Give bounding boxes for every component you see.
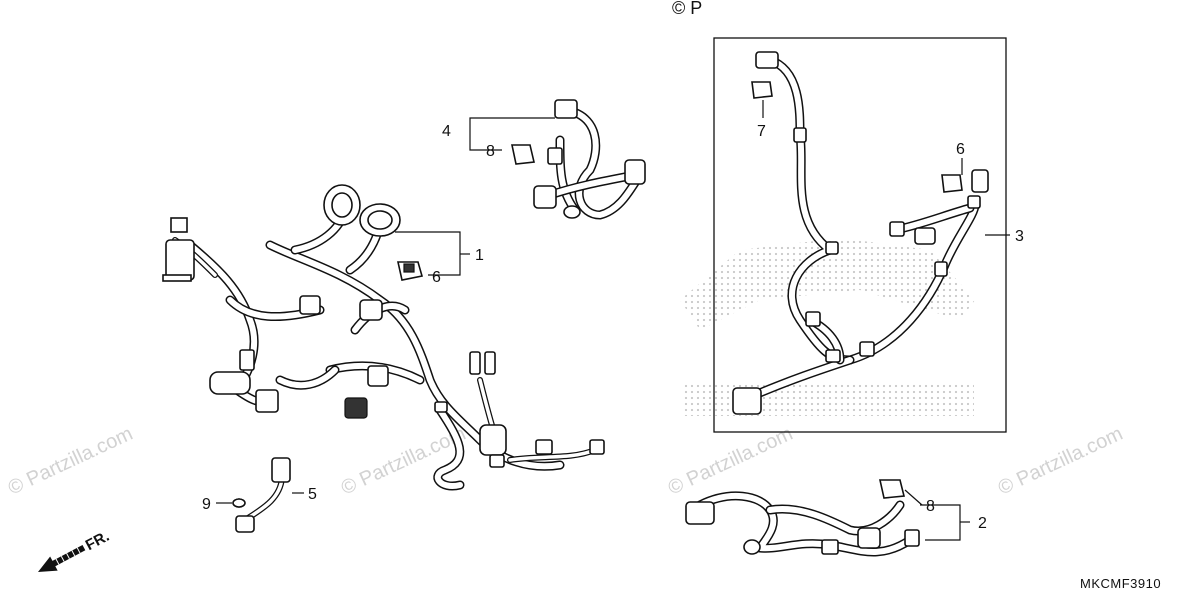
- bolt-9: [232, 498, 246, 508]
- watermark-layer: © Partzilla.com © Partzilla.com © Partzi…: [5, 423, 1126, 500]
- main-harness-connectors: [162, 184, 605, 468]
- callout-8-bottom: 8: [926, 498, 935, 515]
- watermark-text: © Partzilla.com: [995, 423, 1126, 500]
- sub-harness-part-2: [685, 479, 920, 557]
- watermark-text: © Partzilla.com: [5, 423, 136, 500]
- callout-2: 2: [978, 515, 987, 532]
- callout-7: 7: [757, 123, 766, 140]
- callout-8-top: 8: [486, 143, 495, 160]
- callout-4: 4: [442, 123, 451, 140]
- clip-6-left: [397, 261, 424, 281]
- callout-6-right: 6: [956, 141, 965, 158]
- front-label: FR.: [83, 528, 112, 554]
- callout-1: 1: [475, 247, 484, 264]
- sensor-part-5: [233, 457, 291, 533]
- watermark-text: © Partzilla.com: [665, 423, 796, 500]
- sub-harness-part-3: [732, 51, 989, 415]
- sub-harness-part-4: [511, 99, 646, 220]
- callout-3: 3: [1015, 228, 1024, 245]
- copyright-mark: © P: [672, 0, 702, 18]
- main-wire-harness: [172, 205, 598, 491]
- diagram-code: MKCMF3910: [1080, 576, 1161, 591]
- callout-6-left: 6: [432, 269, 441, 286]
- leader-lines: [216, 100, 1010, 541]
- callout-5: 5: [308, 486, 317, 503]
- callout-9: 9: [202, 496, 211, 513]
- front-direction-marker: FR.: [38, 528, 112, 572]
